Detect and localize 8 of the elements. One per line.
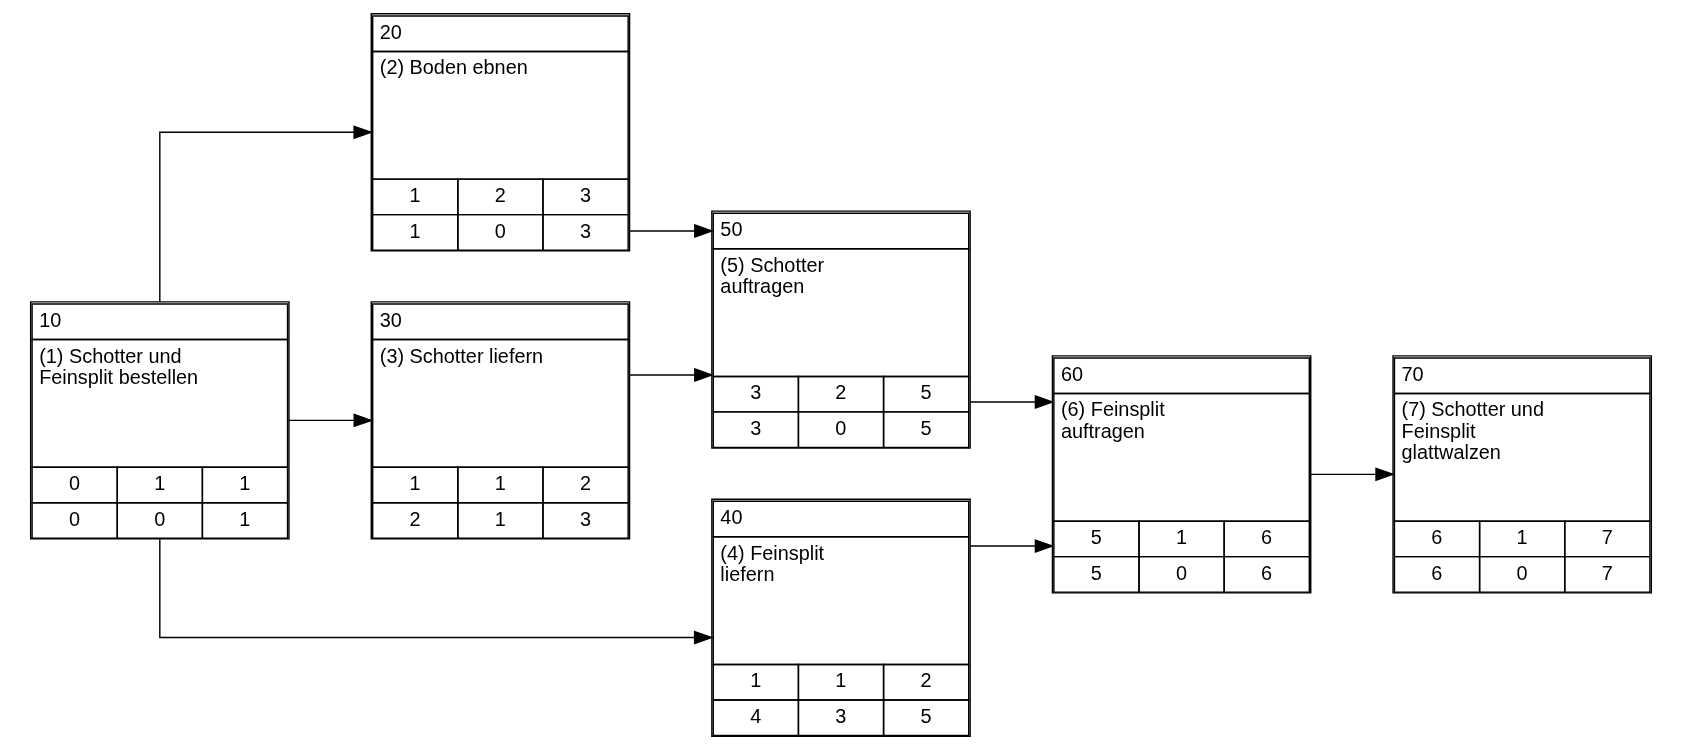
- arrow: [628, 368, 714, 382]
- arrow: [288, 413, 374, 428]
- arrow: [159, 125, 374, 303]
- arrow: [969, 395, 1055, 409]
- arrow: [159, 538, 714, 645]
- arrow: [628, 224, 714, 238]
- arrow: [969, 539, 1055, 553]
- arrow: [1310, 467, 1396, 482]
